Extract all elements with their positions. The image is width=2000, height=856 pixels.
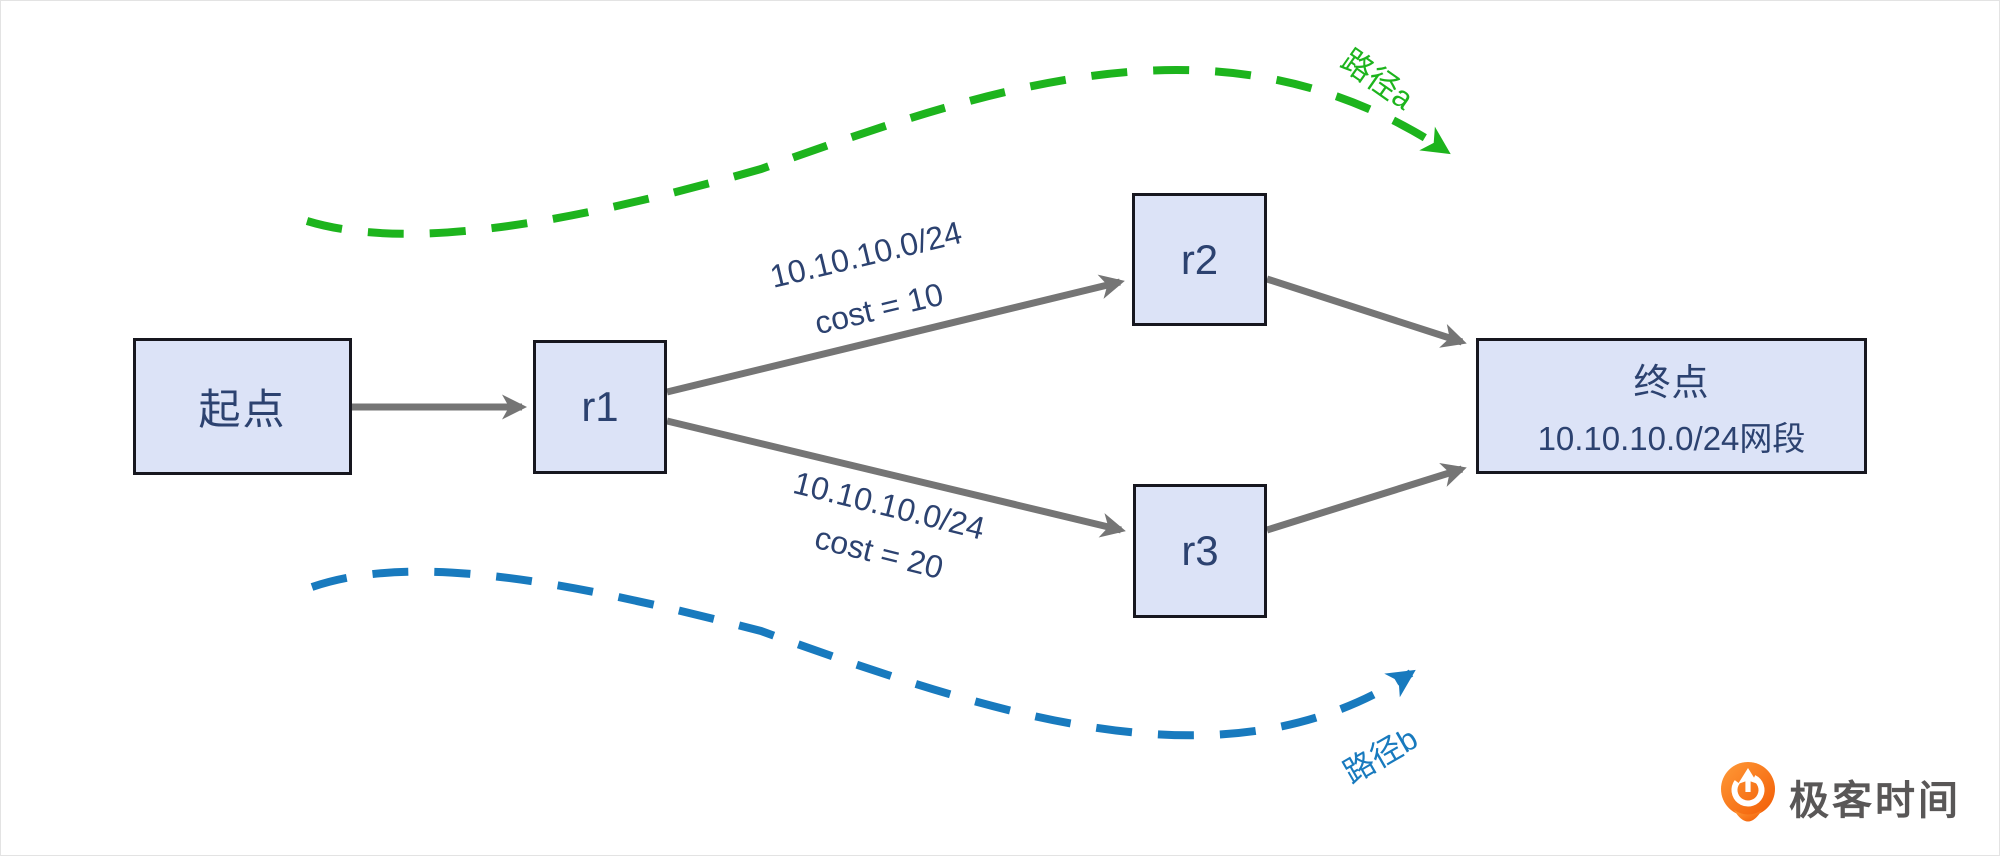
arrow-r1-to-r3 <box>666 417 1126 538</box>
node-start: 起点 <box>133 338 352 475</box>
geektime-logo-text: 极客时间 <box>1789 779 1961 823</box>
node-r3: r3 <box>1133 484 1267 618</box>
node-end: 终点 10.10.10.0/24网段 <box>1476 338 1867 474</box>
node-r2: r2 <box>1132 193 1267 326</box>
route-path-b-curve <box>310 567 1416 740</box>
node-start-label: 起点 <box>198 386 287 433</box>
arrow-r1-to-r2 <box>666 274 1125 396</box>
node-end-title: 终点 <box>1633 362 1710 403</box>
node-r1-label: r1 <box>581 383 619 430</box>
geektime-pin-icon <box>1721 762 1775 822</box>
node-r3-label: r3 <box>1181 527 1219 574</box>
arrow-r3-to-end <box>1265 463 1467 534</box>
node-r2-label: r2 <box>1180 235 1219 283</box>
arrow-r2-to-end <box>1265 275 1467 348</box>
node-r1: r1 <box>533 340 667 474</box>
node-end-subtitle: 10.10.10.0/24网段 <box>1537 420 1806 457</box>
route-path-a-curve <box>305 66 1451 238</box>
geektime-logo: 极客时间 <box>1719 761 1961 833</box>
